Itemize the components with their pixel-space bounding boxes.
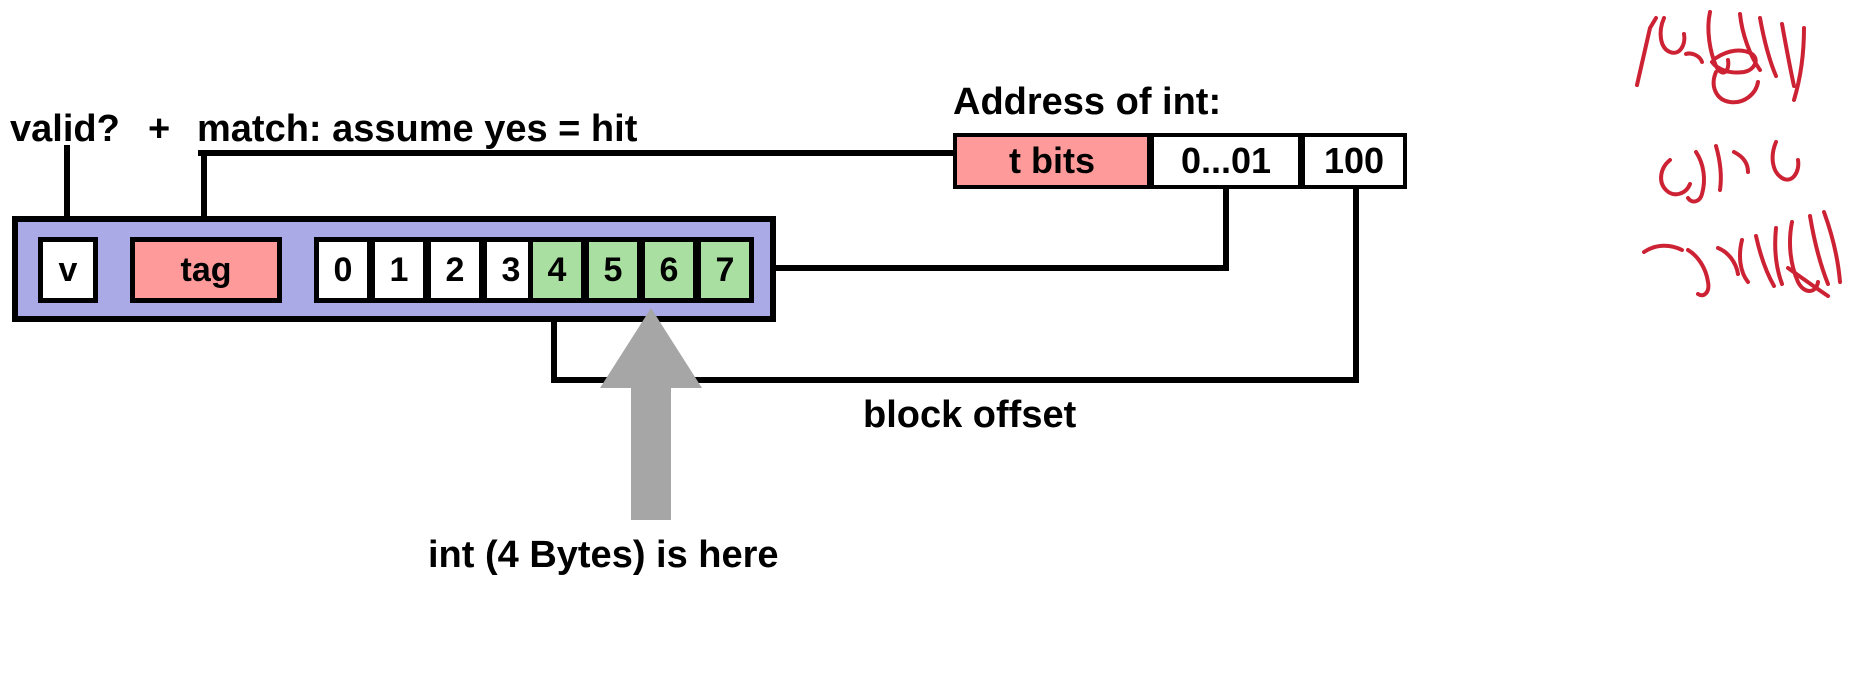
address-of-int-title: Address of int:	[953, 81, 1222, 123]
byte-cell-7: 7	[696, 237, 754, 303]
tag-cell: tag	[130, 237, 282, 303]
connector-block-to-index	[776, 265, 1229, 271]
connector-match-down-to-tag	[201, 150, 207, 240]
address-segment-tag-bits: t bits	[953, 133, 1151, 189]
address-segment-index: 0...01	[1150, 133, 1302, 189]
byte-cell-2: 2	[426, 237, 484, 303]
arrow-head	[600, 308, 702, 388]
byte-cell-4: 4	[528, 237, 586, 303]
connector-match-to-tag-bits	[198, 150, 958, 156]
byte-cell-5: 5	[584, 237, 642, 303]
plus-operator-label: +	[148, 108, 171, 150]
byte-cell-1: 1	[370, 237, 428, 303]
connector-valid-to-v-bit	[64, 145, 70, 240]
handwritten-annotation-icon	[1610, 0, 1864, 300]
arrow-shaft	[631, 386, 671, 520]
connector-index-down	[1223, 189, 1229, 271]
block-offset-label: block offset	[863, 394, 1077, 436]
connector-offset-down	[1353, 189, 1359, 383]
valid-question-label: valid?	[10, 108, 120, 150]
pointer-up-arrow-icon	[600, 308, 702, 520]
int-location-caption: int (4 Bytes) is here	[428, 534, 779, 576]
valid-bit-cell: v	[38, 237, 98, 303]
byte-cell-6: 6	[640, 237, 698, 303]
match-hit-label: match: assume yes = hit	[197, 108, 638, 150]
address-segment-block-offset: 100	[1301, 133, 1407, 189]
byte-cell-0: 0	[314, 237, 372, 303]
connector-byte4-down	[551, 305, 557, 383]
connector-offset-horizontal	[551, 377, 1359, 383]
